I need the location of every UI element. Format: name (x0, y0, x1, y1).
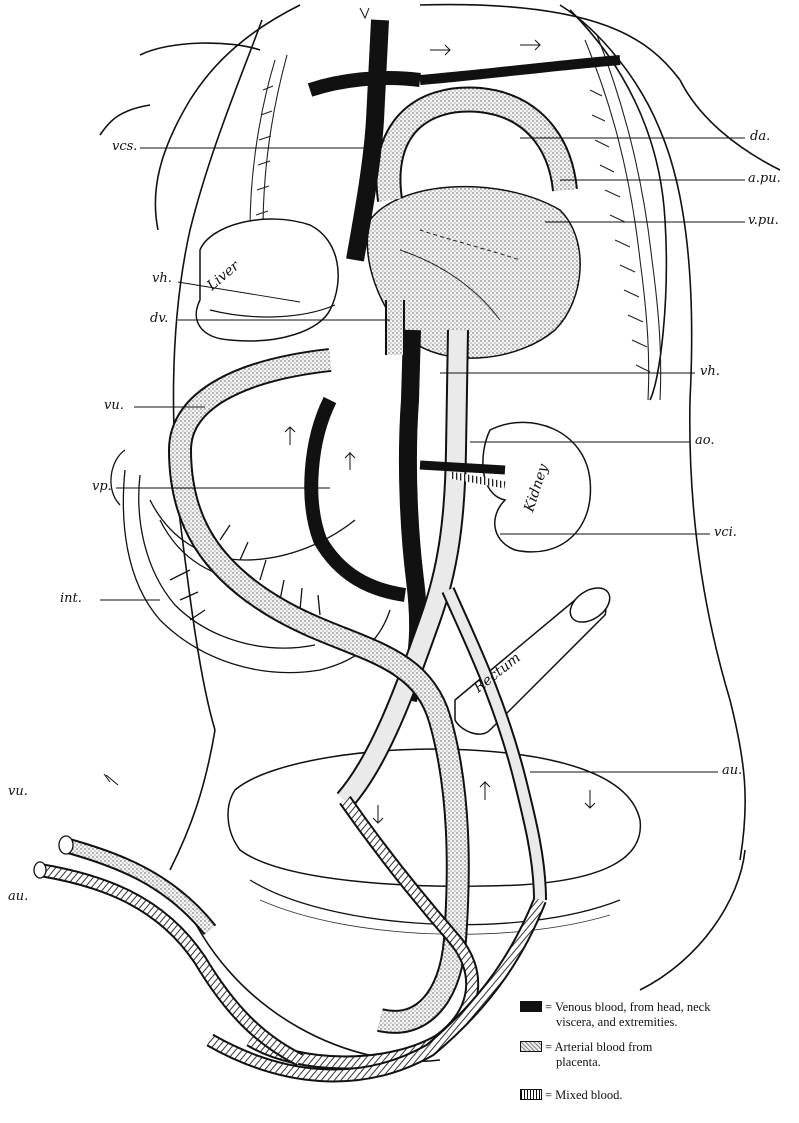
label-vu-cord: vu. (8, 785, 28, 799)
label-au-right: au. (722, 764, 742, 778)
label-vci: vci. (714, 526, 737, 540)
label-int: int. (60, 592, 82, 606)
label-vh-right: vh. (700, 365, 720, 379)
label-vh-left: vh. (152, 272, 172, 286)
label-da: da. (750, 130, 770, 144)
legend-venous-line1: = Venous blood, from head, neck (545, 1000, 710, 1014)
legend-mixed: = Mixed blood. (520, 1088, 623, 1103)
legend-swatch-venous (520, 1001, 542, 1012)
label-v-pu: v.pu. (748, 214, 779, 228)
bladder-shape (228, 749, 640, 886)
label-ao: ao. (695, 434, 714, 448)
legend-venous-line2: viscera, and extremities. (520, 1015, 710, 1030)
legend-swatch-arterial (520, 1041, 542, 1052)
label-vcs: vcs. (112, 140, 137, 154)
legend-venous: = Venous blood, from head, neck viscera,… (520, 1000, 710, 1030)
label-au-cord: au. (8, 890, 28, 904)
label-a-pu: a.pu. (748, 172, 781, 186)
legend-arterial-line1: = Arterial blood from (545, 1040, 652, 1054)
legend-arterial-line2: placenta. (520, 1055, 652, 1070)
label-dv: dv. (150, 312, 168, 326)
legend-arterial: = Arterial blood from placenta. (520, 1040, 652, 1070)
legend-swatch-mixed (520, 1089, 542, 1100)
portal-vein (311, 400, 405, 595)
label-vu: vu. (104, 399, 124, 413)
legend-mixed-text: = Mixed blood. (545, 1088, 623, 1102)
label-vp: vp. (92, 480, 112, 494)
